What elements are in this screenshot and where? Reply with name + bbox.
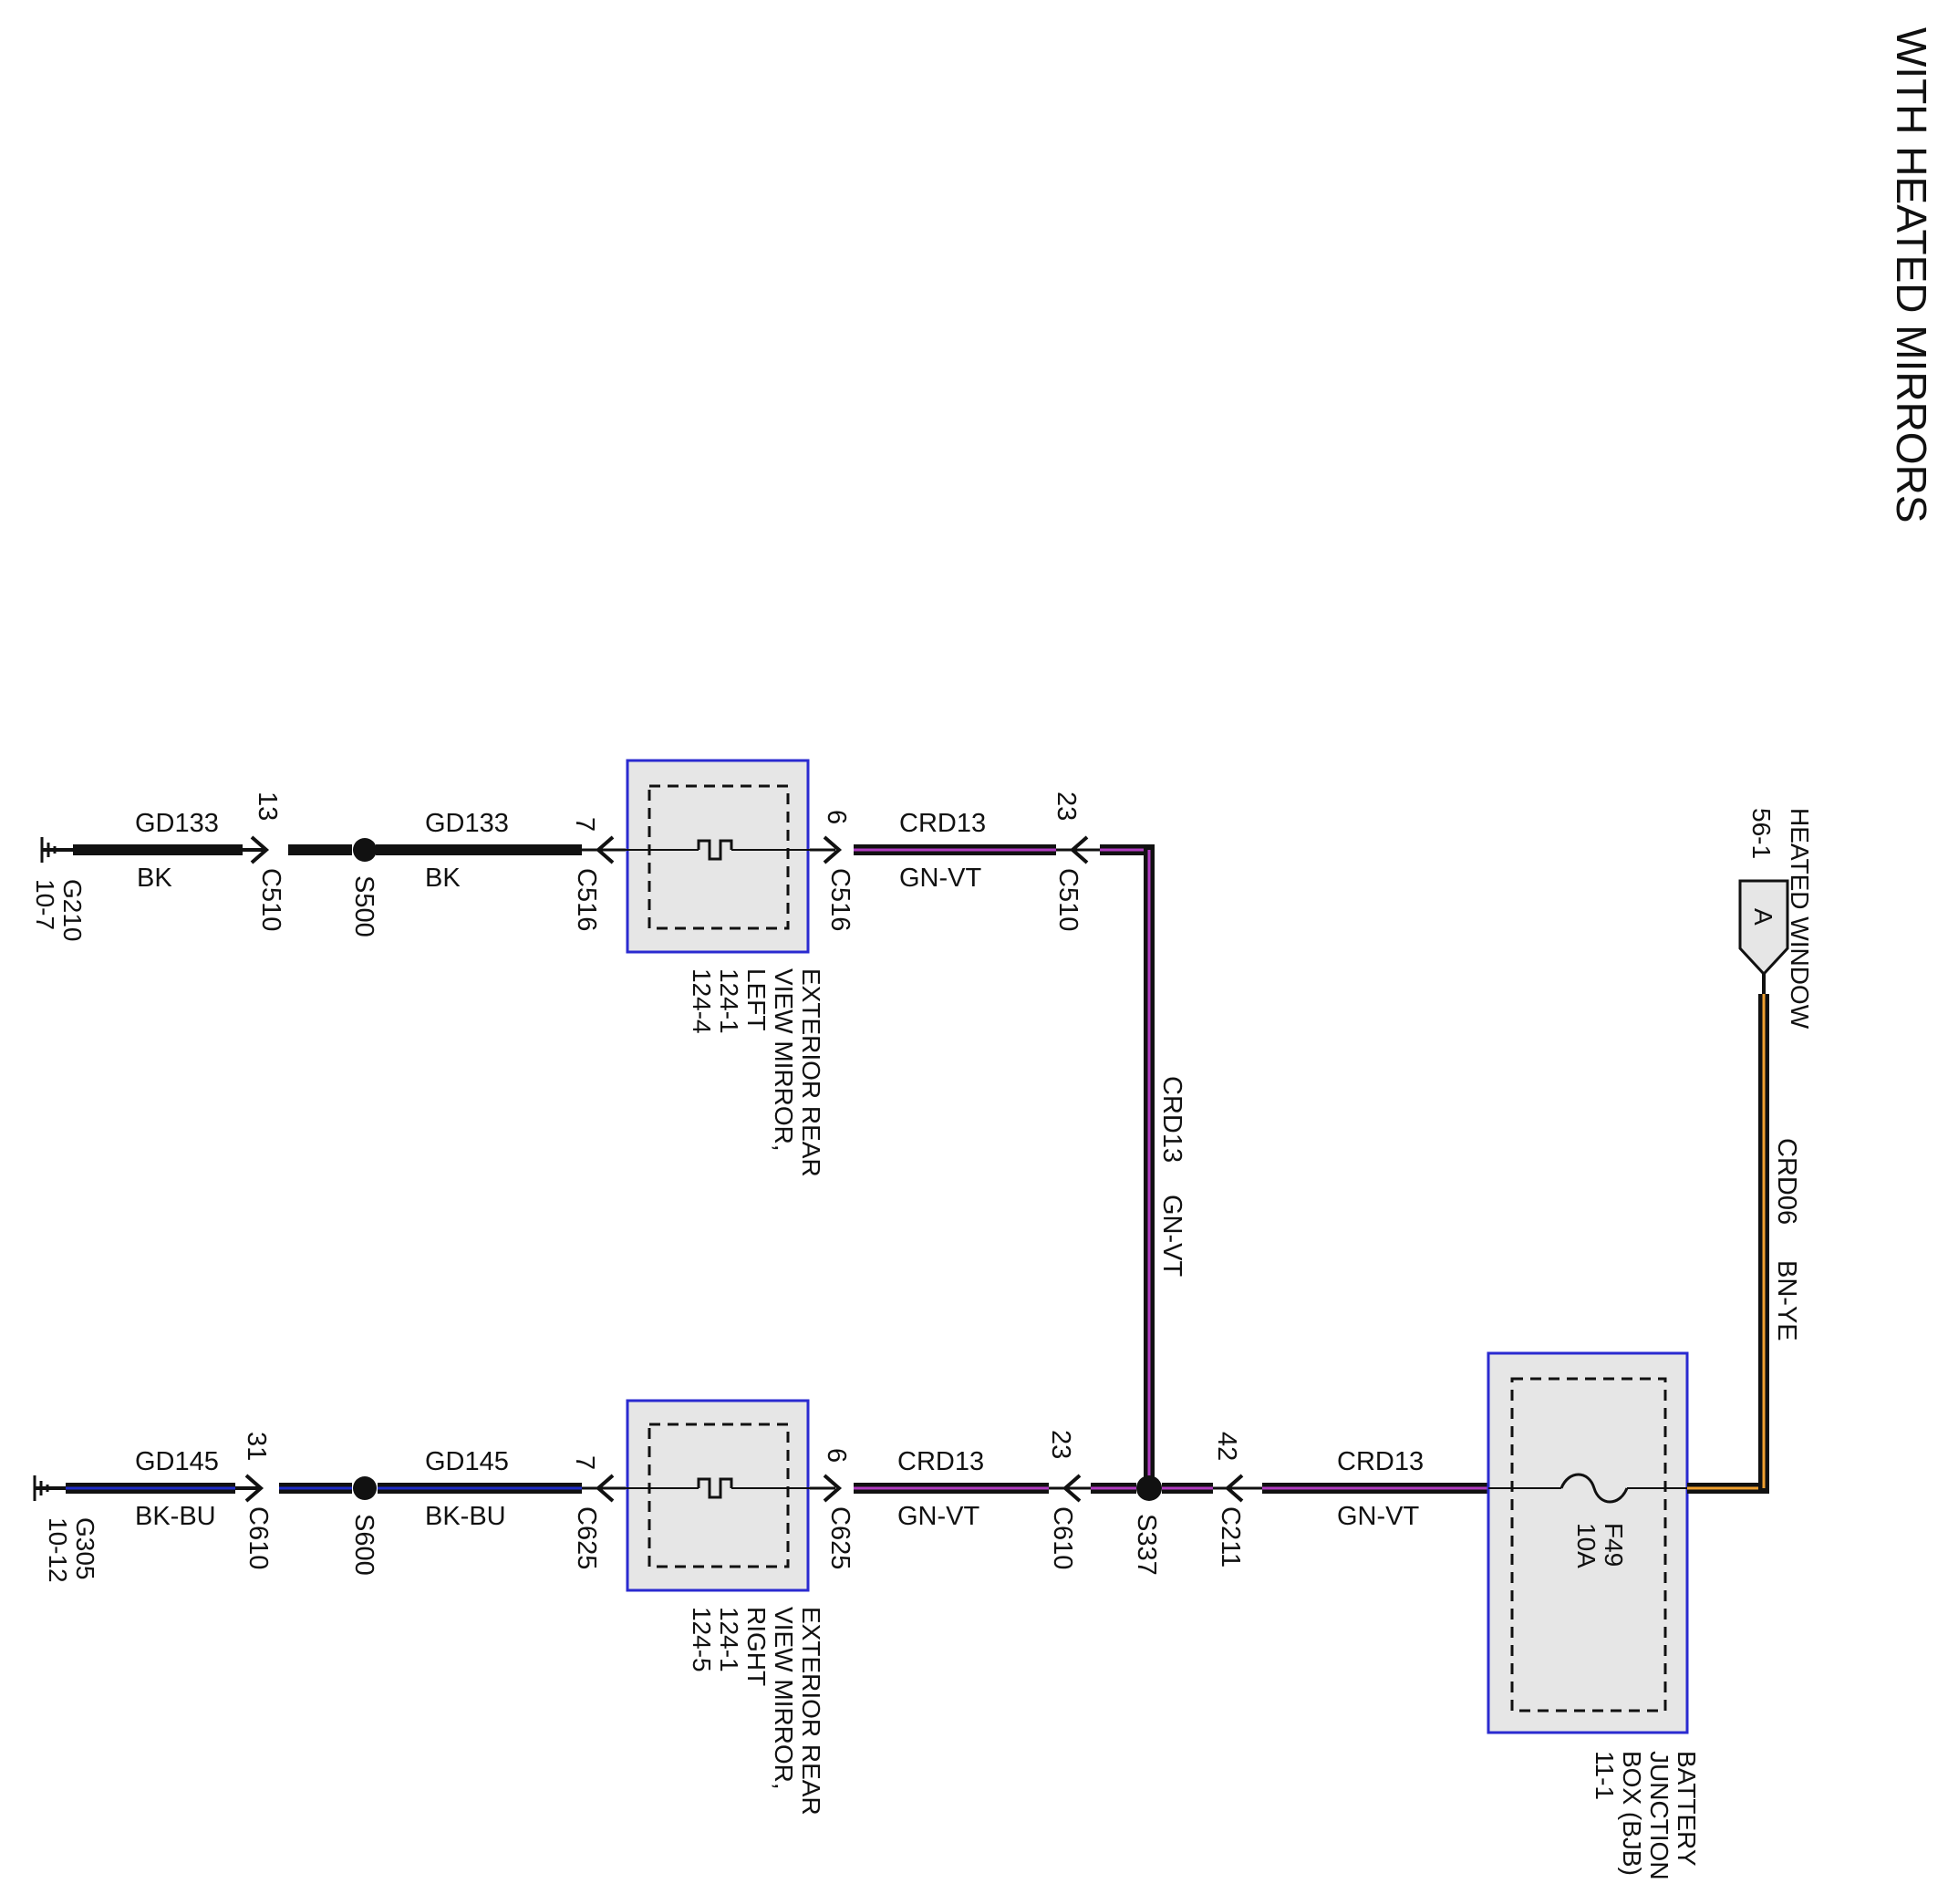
connector-id: C211 <box>1216 1506 1245 1568</box>
wire-circuit-label: GD133 <box>425 809 509 838</box>
svg-text:124-4: 124-4 <box>688 968 716 1034</box>
fuse-id: F49 <box>1600 1523 1628 1567</box>
svg-text:JUNCTION: JUNCTION <box>1645 1751 1673 1880</box>
connector-pin: 42 <box>1212 1432 1241 1461</box>
svg-text:VIEW MIRROR,: VIEW MIRROR, <box>770 968 798 1152</box>
wire-circuit-label: CRD13 <box>1157 1076 1186 1163</box>
wire-color-label: BN-YE <box>1772 1260 1801 1341</box>
wire-gd133-c <box>376 844 582 855</box>
splice-id: S337 <box>1132 1514 1161 1576</box>
wire-circuit-label: GD145 <box>425 1447 509 1476</box>
connector-id: C610 <box>244 1506 273 1569</box>
connector-id: C510 <box>1053 868 1083 931</box>
connector-pin: 31 <box>242 1432 271 1461</box>
bjb-label: BATTERY JUNCTION BOX (BJB) 11-1 <box>1591 1751 1701 1880</box>
ground-ref: 10-7 <box>31 879 59 930</box>
svg-text:EXTERIOR REAR: EXTERIOR REAR <box>797 1607 825 1816</box>
wire-color-label: GN-VT <box>1337 1502 1420 1531</box>
svg-text:124-1: 124-1 <box>715 1607 743 1672</box>
wire-color-label: GN-VT <box>897 1502 980 1531</box>
wire-circuit-label: GD133 <box>135 809 219 838</box>
svg-text:VIEW MIRROR,: VIEW MIRROR, <box>770 1607 798 1790</box>
connector-id: C510 <box>256 868 285 931</box>
connector-pin: 7 <box>570 1455 599 1470</box>
heated-window-letter: A <box>1749 908 1777 926</box>
connector-id: C625 <box>825 1506 855 1569</box>
connector-id: C625 <box>572 1506 601 1569</box>
heater-element-icon <box>697 1477 733 1499</box>
heated-window-ref: 56-1 <box>1747 808 1776 859</box>
wire-color-label: BK-BU <box>135 1502 216 1531</box>
svg-text:BOX (BJB): BOX (BJB) <box>1618 1751 1646 1876</box>
svg-text:124-5: 124-5 <box>688 1607 716 1672</box>
offpage-connector-icon[interactable] <box>1738 879 1789 977</box>
connector-id: C516 <box>825 868 855 931</box>
mirror-right-component <box>626 1399 810 1592</box>
heater-element-icon <box>697 839 733 861</box>
connector-pin: 6 <box>822 810 851 824</box>
wire-circuit-label: CRD13 <box>897 1447 984 1476</box>
connector-pin: 23 <box>1046 1430 1075 1459</box>
diagram-title: WITH HEATED MIRRORS <box>1888 27 1935 523</box>
ground-id: G210 <box>58 879 87 942</box>
wire-color-label: GN-VT <box>899 864 982 893</box>
connector-arrow-icon <box>823 835 843 864</box>
svg-text:LEFT: LEFT <box>742 968 771 1030</box>
ground-id: G305 <box>71 1517 99 1580</box>
connector-pin: 13 <box>253 792 282 821</box>
fuse-icon <box>1559 1473 1629 1504</box>
wire-color-label: BK-BU <box>425 1502 506 1531</box>
wire-circuit-label: GD145 <box>135 1447 219 1476</box>
feed-wire-crd06 <box>1687 994 1769 1494</box>
wire-color-label: GN-VT <box>1157 1195 1186 1278</box>
bottom-circuit: G305 10-12 GD145 BK-BU 31 C610 S600 GD14… <box>33 1399 1488 1816</box>
svg-text:124-1: 124-1 <box>715 968 743 1034</box>
splice-dot <box>1136 1475 1162 1501</box>
connector-id: C516 <box>572 868 601 931</box>
wire-circuit-label: CRD06 <box>1772 1138 1801 1225</box>
ground-icon <box>40 837 73 863</box>
wire-color-label: BK <box>425 864 461 893</box>
svg-text:BATTERY: BATTERY <box>1673 1751 1701 1867</box>
mirror-left-label: EXTERIOR REAR VIEW MIRROR, LEFT 124-1 12… <box>688 968 825 1177</box>
wire-gd133-b <box>288 844 352 855</box>
top-circuit: G210 10-7 GD133 BK 13 C510 S500 GD133 BK… <box>31 759 1100 1177</box>
wire-color-label: BK <box>137 864 172 893</box>
fuse-rating: 10A <box>1572 1523 1601 1568</box>
vertical-wire-crd13 <box>1100 844 1155 1488</box>
splice-dot <box>353 1476 377 1500</box>
wire-circuit-label: CRD13 <box>1337 1447 1424 1476</box>
svg-text:EXTERIOR REAR: EXTERIOR REAR <box>797 968 825 1177</box>
heated-window-connector[interactable]: A <box>1738 879 1789 994</box>
mirror-right-label: EXTERIOR REAR VIEW MIRROR, RIGHT 124-1 1… <box>688 1607 825 1816</box>
battery-junction-box <box>1487 1351 1689 1734</box>
heated-window-label: HEATED WINDOW <box>1786 808 1814 1030</box>
ground-ref: 10-12 <box>44 1517 72 1583</box>
connector-pin: 6 <box>822 1448 851 1463</box>
svg-text:11-1: 11-1 <box>1591 1751 1619 1800</box>
wire-circuit-label: CRD13 <box>899 809 986 838</box>
connector-pin: 23 <box>1052 792 1081 821</box>
ground-icon <box>33 1475 66 1501</box>
connector-pin: 7 <box>570 817 599 832</box>
wire-gd133-a <box>73 844 243 855</box>
splice-dot <box>353 838 377 862</box>
mirror-left-component <box>626 759 810 954</box>
splice-id: S600 <box>349 1514 378 1576</box>
splice-id: S500 <box>349 875 378 937</box>
connector-id: C610 <box>1048 1506 1077 1569</box>
svg-text:RIGHT: RIGHT <box>742 1607 771 1686</box>
connector-arrow-icon <box>823 1474 843 1503</box>
